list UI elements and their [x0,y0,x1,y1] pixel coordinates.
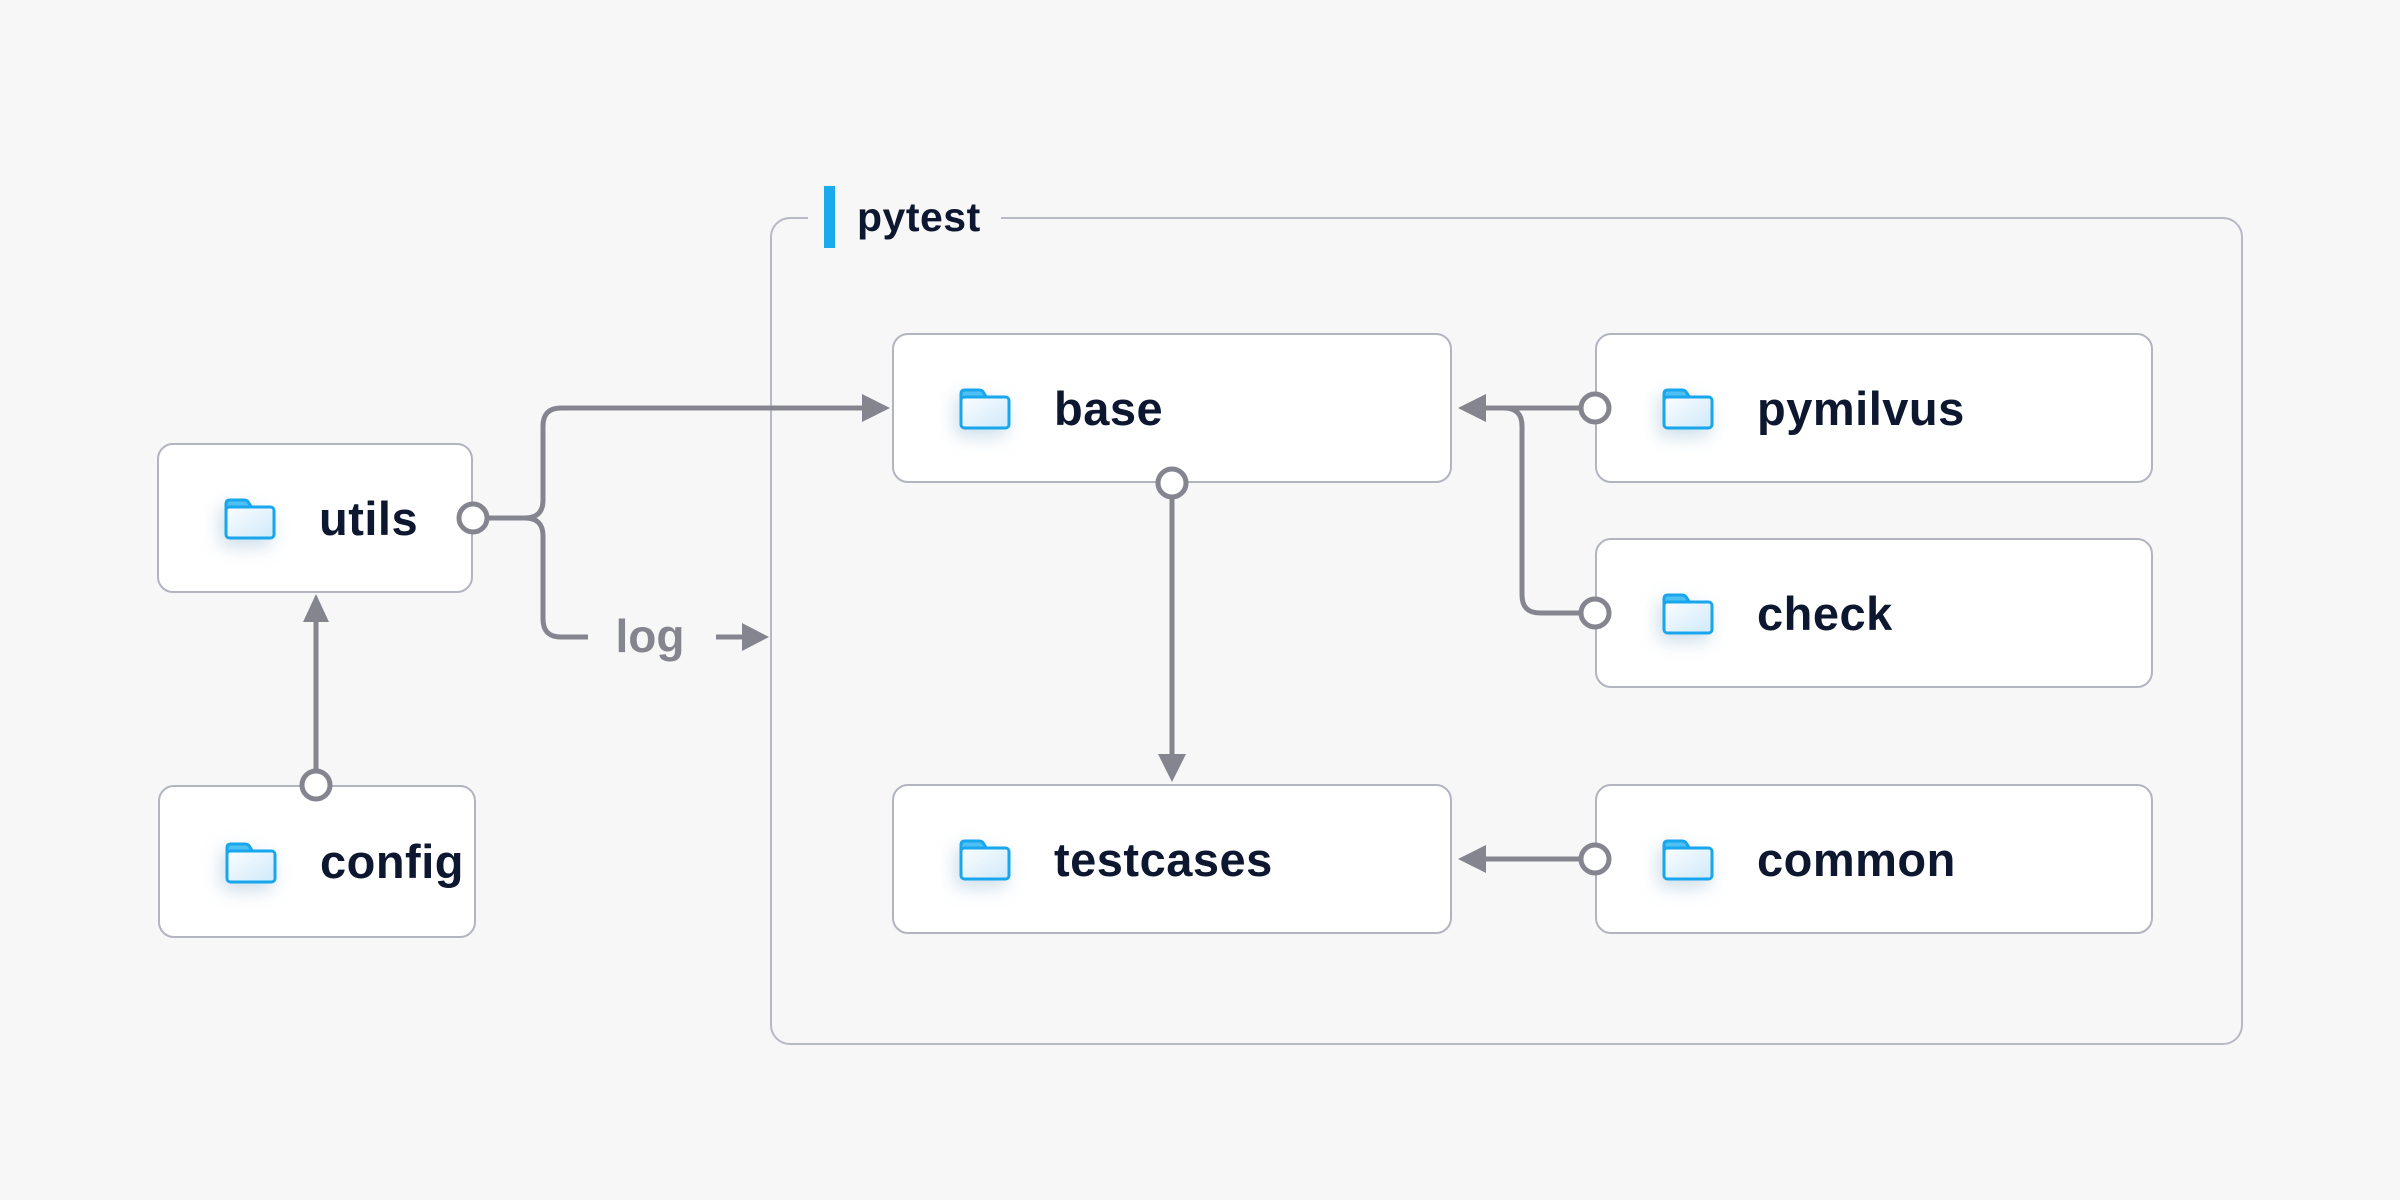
folder-icon [222,838,280,886]
node-label: testcases [1054,832,1273,886]
node-check: check [1595,538,2153,688]
node-pymilvus: pymilvus [1595,333,2153,483]
node-common: common [1595,784,2153,934]
edge-label-log: log [615,610,685,662]
group-title: pytest [857,194,981,240]
edge-utils-log-stub [487,515,588,640]
pytest-group-label: pytest [808,185,1001,249]
node-label: check [1757,586,1893,640]
arrowhead-right-log [742,623,769,651]
node-label: pymilvus [1757,381,1965,435]
node-label: config [320,835,464,888]
node-config: config [158,785,476,938]
node-label: utils [319,491,419,545]
folder-icon [221,494,279,542]
node-label: common [1757,832,1956,886]
folder-icon [956,835,1014,883]
pytest-group-container [770,217,2243,1045]
node-label: base [1054,381,1164,435]
node-testcases: testcases [892,784,1452,934]
folder-icon [1659,384,1717,432]
arrowhead-up-utils [303,594,329,622]
node-base: base [892,333,1452,483]
folder-icon [1659,589,1717,637]
accent-bar [824,186,835,248]
folder-icon [956,384,1014,432]
node-utils: utils [157,443,473,593]
folder-icon [1659,835,1717,883]
